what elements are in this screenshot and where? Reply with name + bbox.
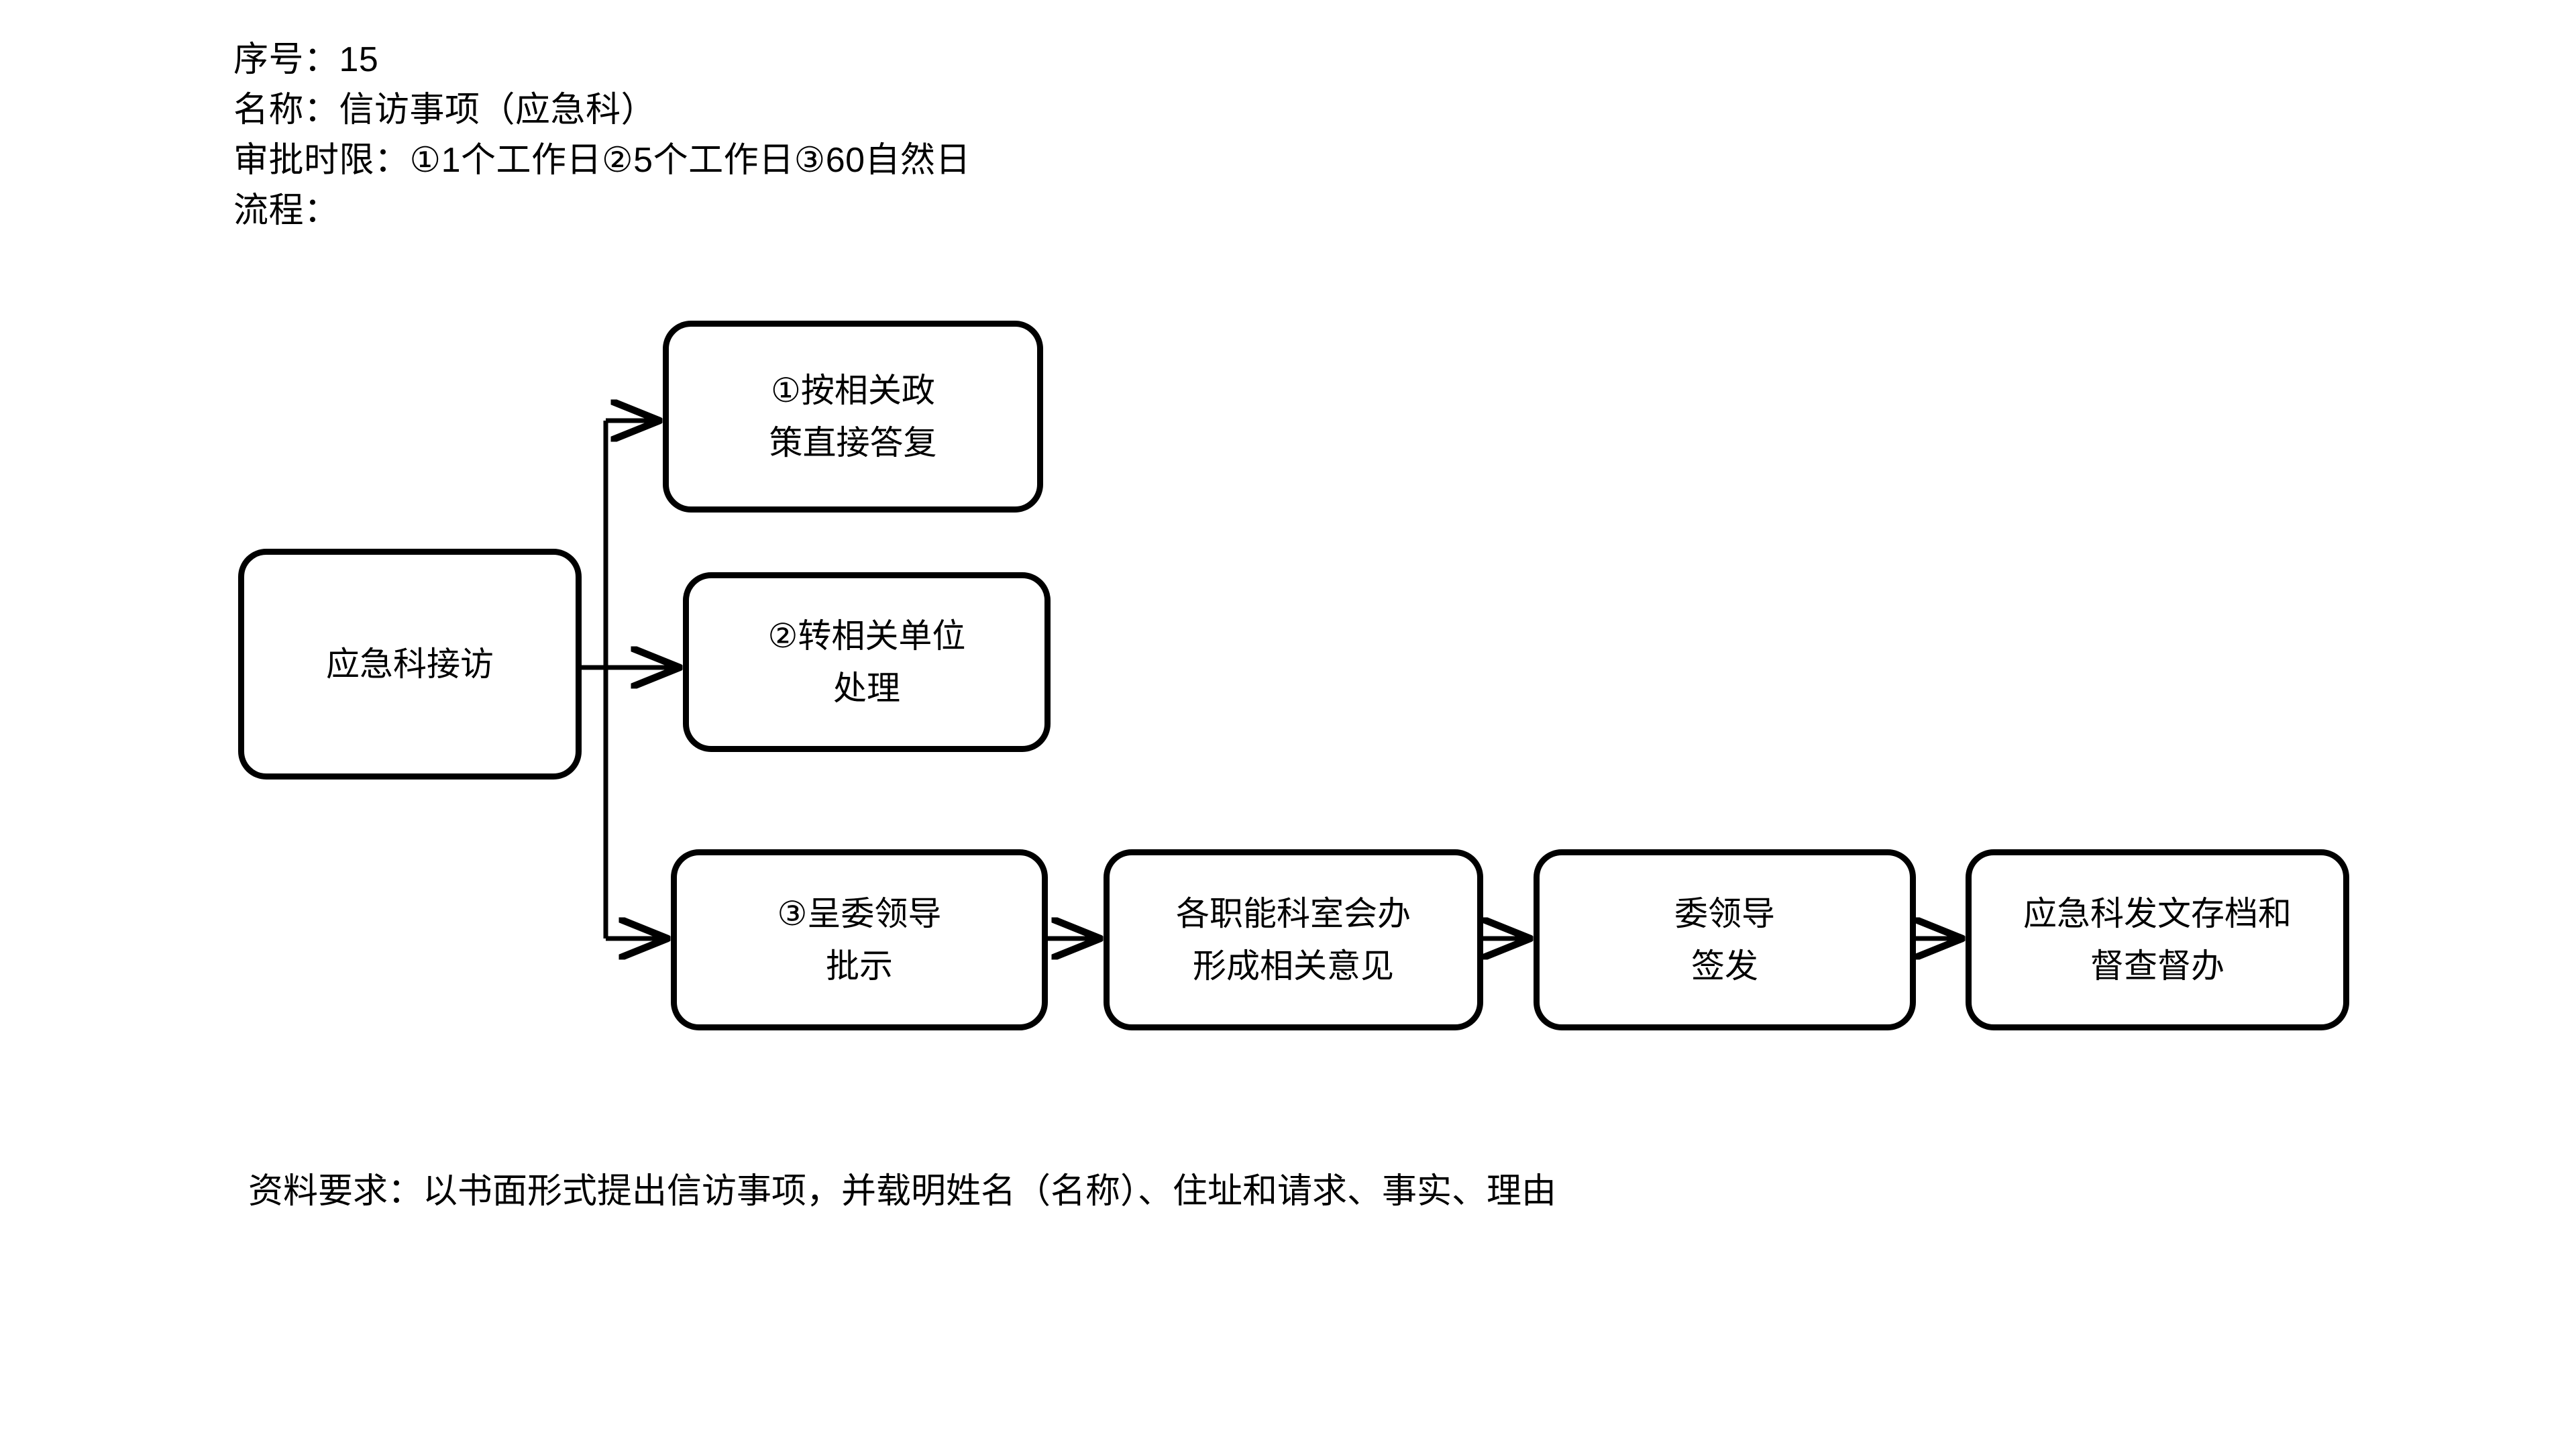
node-joint-review[interactable]: 各职能科室会办 形成相关意见 <box>1104 849 1483 1030</box>
node-branch-transfer-unit[interactable]: ②转相关单位 处理 <box>683 572 1051 752</box>
meta-line-serial: 序号：15 <box>233 40 379 79</box>
node-archive-line-1: 应急科发文存档和 <box>2023 895 2292 932</box>
node-branch3-line-1: ③呈委领导 <box>777 895 942 932</box>
header-meta-block: 序号：15 名称：信访事项（应急科） 审批时限：①1个工作日②5个工作日③60自… <box>233 35 1978 236</box>
node-branch1-line-1: ①按相关政 <box>771 372 935 409</box>
footer-material-requirement: 资料要求：以书面形式提出信访事项，并载明姓名（名称）、住址和请求、事实、理由 <box>248 1172 1557 1211</box>
node-branch-submit-leader[interactable]: ③呈委领导 批示 <box>671 849 1048 1030</box>
meta-line-deadline: 审批时限：①1个工作日②5个工作日③60自然日 <box>233 141 971 180</box>
node-branch1-line-2: 策直接答复 <box>769 424 937 462</box>
node-sign-line-2: 签发 <box>1691 947 1758 985</box>
node-archive-line-2: 督查督办 <box>2090 947 2224 985</box>
node-branch2-line-1: ②转相关单位 <box>767 617 966 655</box>
node-branch-direct-reply[interactable]: ①按相关政 策直接答复 <box>663 321 1043 513</box>
meta-line-name: 名称：信访事项（应急科） <box>233 91 657 129</box>
node-archive-supervision[interactable]: 应急科发文存档和 督查督办 <box>1966 849 2349 1030</box>
node-sign-line-1: 委领导 <box>1674 895 1775 932</box>
meta-line-process: 流程： <box>233 191 339 230</box>
node-source-reception[interactable]: 应急科接访 <box>238 549 582 780</box>
node-leader-signature[interactable]: 委领导 签发 <box>1534 849 1916 1030</box>
node-source-line-1: 应急科接访 <box>326 645 494 683</box>
node-joint-line-1: 各职能科室会办 <box>1176 895 1411 932</box>
node-branch2-line-2: 处理 <box>833 669 900 707</box>
node-joint-line-2: 形成相关意见 <box>1193 947 1394 985</box>
node-branch3-line-2: 批示 <box>826 947 893 985</box>
